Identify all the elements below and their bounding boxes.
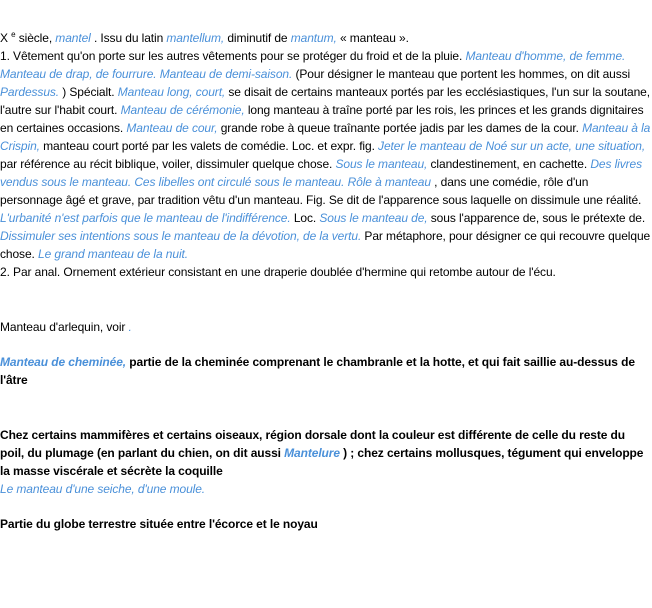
superscript-text: e bbox=[11, 30, 16, 39]
definition-link[interactable]: Manteau de cérémonie, bbox=[120, 103, 245, 117]
definition-text: diminutif de bbox=[224, 31, 291, 45]
definition-text: par référence au récit biblique, voiler,… bbox=[0, 157, 336, 171]
definition-link[interactable]: Manteau long, court, bbox=[117, 85, 226, 99]
definition-link[interactable]: Sous le manteau de, bbox=[319, 211, 428, 225]
definition-text: 1. Vêtement qu'on porte sur les autres v… bbox=[0, 49, 466, 63]
definition-text: ) ; chez certains mollusques, tégument q… bbox=[0, 446, 644, 478]
definition-text: partie de la cheminée comprenant le cham… bbox=[0, 355, 635, 387]
definition-link[interactable]: Manteau à la Crispin, bbox=[0, 121, 651, 153]
definition-text: Partie du globe terrestre située entre l… bbox=[0, 517, 318, 531]
definition-text: sous l'apparence de, sous le prétexte de… bbox=[427, 211, 646, 225]
arlequin-note: Manteau d'arlequin, voir . bbox=[0, 318, 652, 336]
definition-text: Par métaphore, pour désigner ce qui reco… bbox=[0, 229, 651, 261]
definition-link[interactable]: Le manteau d'une seiche, d'une moule. bbox=[0, 482, 206, 496]
definition-text: se disait de certains manteaux portés pa… bbox=[0, 85, 650, 117]
geology-definition: Partie du globe terrestre située entre l… bbox=[0, 515, 652, 533]
definition-text: grande robe à queue traînante portée jad… bbox=[217, 121, 583, 135]
definition-link[interactable]: Jeter le manteau de Noé sur un acte, une… bbox=[378, 139, 646, 153]
definition-text: clandestinement, en cachette. bbox=[427, 157, 591, 171]
definition-link[interactable]: Manteau de cour, bbox=[126, 121, 218, 135]
definition-link[interactable]: Dissimuler ses intentions sous le mantea… bbox=[0, 229, 362, 243]
definition-link[interactable]: Sous le manteau, bbox=[335, 157, 428, 171]
definition-text: , dans une comédie, rôle d'un personnage… bbox=[0, 175, 642, 207]
definition-link[interactable]: mantellum, bbox=[166, 31, 225, 45]
cheminee-definition: Manteau de cheminée, partie de la chemin… bbox=[0, 353, 652, 389]
definition-text: X bbox=[0, 31, 12, 45]
definition-text: « manteau ». bbox=[336, 31, 409, 45]
definition-text: manteau court porté par les valets de co… bbox=[39, 139, 379, 153]
definition-link[interactable]: Pardessus. bbox=[0, 85, 60, 99]
definition-link[interactable]: . bbox=[128, 320, 132, 334]
definition-link[interactable]: Des livres vendus sous le manteau. Ces l… bbox=[0, 157, 642, 189]
zoology-definition: Chez certains mammifères et certains ois… bbox=[0, 426, 652, 480]
etymology-and-sense-1: X e siècle, mantel . Issu du latin mante… bbox=[0, 29, 652, 281]
definition-text: . Issu du latin bbox=[90, 31, 167, 45]
definition-link[interactable]: mantum, bbox=[290, 31, 337, 45]
definition-text: ) Spécialt. bbox=[59, 85, 118, 99]
definition-text: (Pour désigner le manteau que portent le… bbox=[292, 67, 631, 81]
zoology-example: Le manteau d'une seiche, d'une moule. bbox=[0, 480, 652, 498]
definition-link[interactable]: mantel bbox=[55, 31, 91, 45]
definition-text: siècle, bbox=[15, 31, 56, 45]
definition-text: long manteau à traîne porté par les rois… bbox=[0, 103, 644, 135]
definition-link[interactable]: Le grand manteau de la nuit. bbox=[38, 247, 188, 261]
definition-text: 2. Par anal. Ornement extérieur consista… bbox=[0, 265, 556, 279]
definition-text: Loc. bbox=[290, 211, 320, 225]
definition-text: Manteau d'arlequin, voir bbox=[0, 320, 129, 334]
definition-text: Chez certains mammifères et certains ois… bbox=[0, 428, 626, 460]
definition-link[interactable]: Manteau d'homme, de femme. Manteau de dr… bbox=[0, 49, 626, 81]
definition-link[interactable]: Mantelure bbox=[284, 446, 340, 460]
definition-link[interactable]: L'urbanité n'est parfois que le manteau … bbox=[0, 211, 291, 225]
definition-link[interactable]: Manteau de cheminée, bbox=[0, 355, 127, 369]
